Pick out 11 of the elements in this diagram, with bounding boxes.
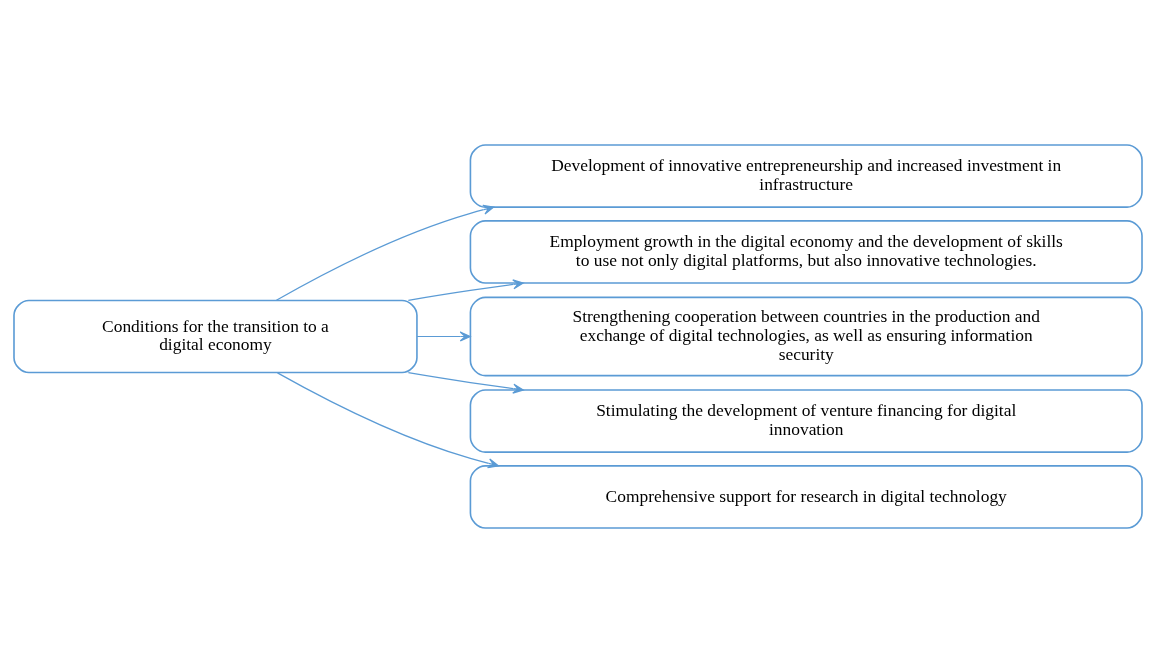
arrow [407, 278, 524, 301]
node-box: Stimulating the development of venture financing for digital innovation [469, 388, 1143, 453]
arrow [416, 330, 471, 342]
node-box: Strengthening cooperation between countries in the production and exchange of digital technologies, as well as ensuring information security [469, 296, 1143, 376]
node-box: Development of innovative entrepreneurship and increased investment in infrastructure [469, 143, 1143, 208]
node-box: Employment growth in the digital economy and the development of skills to use not only digital platforms, but also innovative technologies. [469, 219, 1143, 284]
node-box: Comprehensive support for research in digital technology [469, 464, 1143, 529]
arrow [276, 371, 499, 468]
node-box: Conditions for the transition to a digital economy [13, 299, 418, 373]
arrow [407, 371, 524, 394]
arrow [275, 204, 495, 301]
